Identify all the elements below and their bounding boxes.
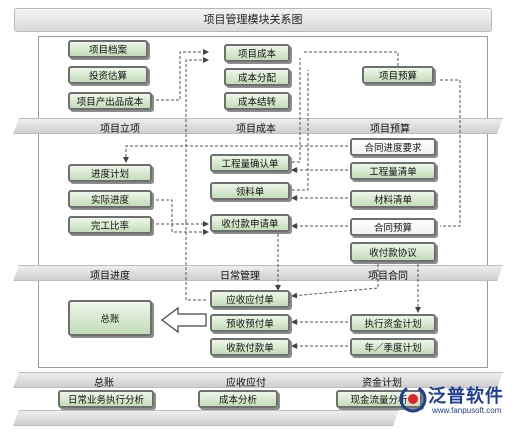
logo-name: 泛普软件 (428, 386, 504, 406)
box-contract-progress: 合同进度要求 (350, 138, 436, 156)
box-cost-carryover: 成本结转 (224, 92, 290, 110)
logo-url: www.fanpusoft.com (432, 406, 502, 415)
band-label-receivable-payable: 应收应付 (226, 378, 266, 389)
band-label-project-progress: 项目进度 (90, 271, 130, 282)
box-cost-allocation: 成本分配 (224, 68, 290, 86)
box-project-budget: 项目预算 (362, 66, 434, 84)
box-contract-budget: 合同预算 (350, 218, 436, 236)
box-project-archive: 项目档案 (68, 40, 148, 58)
band-label-daily-management: 日常管理 (220, 271, 260, 282)
box-actual-progress: 实际进度 (68, 190, 152, 208)
arrow-to-ledger-icon (161, 306, 207, 334)
box-material-requisition: 领料单 (210, 182, 290, 200)
band-label-fund-plan: 资金计划 (362, 378, 402, 389)
box-quantity-list: 工程量清单 (350, 162, 436, 180)
box-prepayment: 预收预付单 (210, 314, 290, 332)
band-label-project-contract: 项目合同 (368, 271, 408, 282)
band-label-general-ledger: 总账 (94, 378, 114, 389)
box-product-cost: 项目产出品成本 (68, 92, 152, 110)
box-cost-analysis: 成本分析 (198, 390, 278, 408)
band-label-project-initiation: 项目立项 (100, 124, 140, 135)
box-completion-ratio: 完工比率 (68, 216, 152, 234)
diagram-title: 项目管理模块关系图 (14, 8, 492, 32)
box-fund-execution: 执行资金计划 (350, 314, 436, 332)
box-project-cost: 项目成本 (224, 44, 290, 62)
band-label-project-cost: 项目成本 (236, 124, 276, 135)
box-workload-confirm: 工程量确认单 (210, 154, 290, 172)
box-general-ledger: 总账 (68, 300, 152, 336)
box-receipt-payment: 收款付款单 (210, 338, 290, 356)
box-progress-plan: 进度计划 (68, 164, 152, 182)
fanpu-logo-icon (399, 385, 427, 413)
box-investment-estimate: 投资估算 (68, 66, 148, 84)
box-receivable-payable: 应收应付单 (210, 290, 290, 308)
box-payment-request: 收付款申请单 (210, 214, 290, 232)
band-label-project-budget: 项目预算 (370, 124, 410, 135)
box-business-analysis: 日常业务执行分析 (58, 390, 154, 408)
box-annual-plan: 年／季度计划 (350, 338, 436, 356)
box-payment-agreement: 收付款协议 (350, 242, 436, 262)
box-material-list: 材料清单 (350, 190, 436, 208)
